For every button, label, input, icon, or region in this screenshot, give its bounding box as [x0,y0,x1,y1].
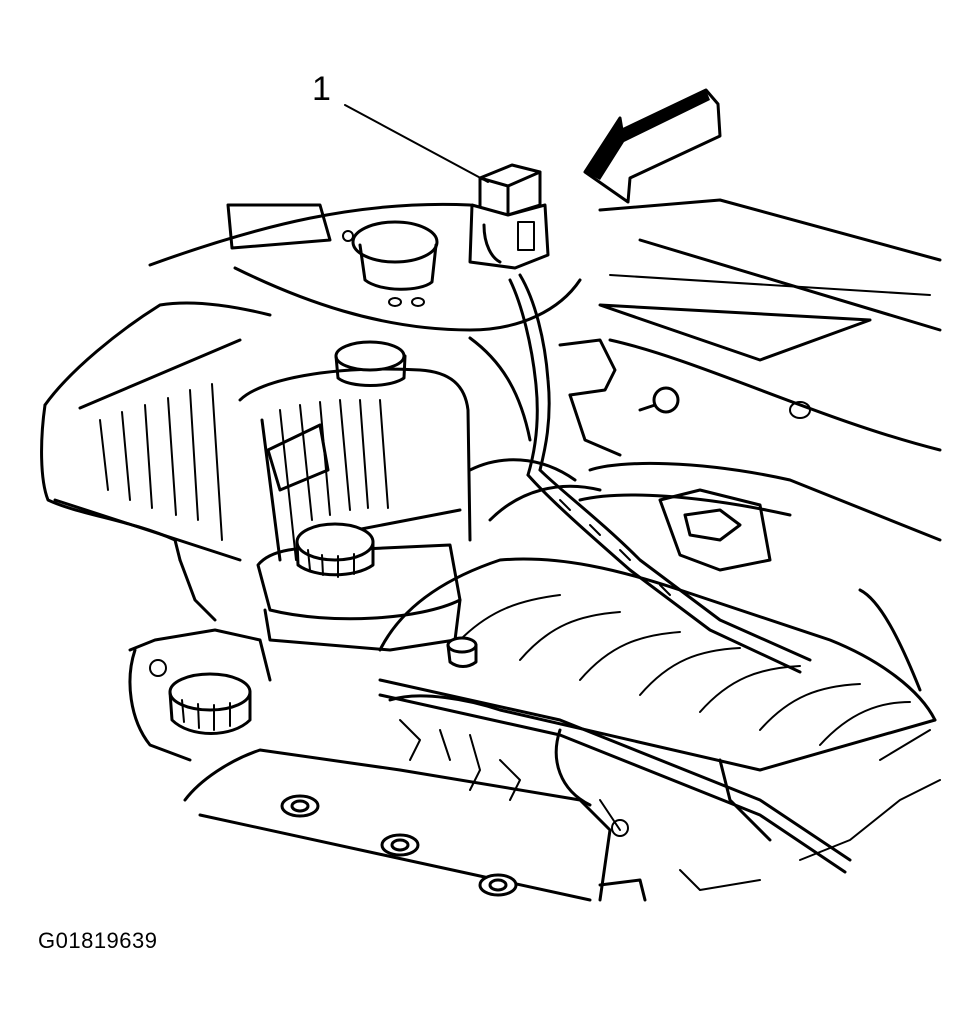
wiring-harness [508,273,812,674]
strut-tower [233,220,582,442]
callout-number: 1 [312,70,331,108]
throttle-components [578,401,942,692]
electrical-connector [468,163,550,270]
brake-fluid-reservoir [256,522,462,652]
fuel-rail [378,678,852,874]
valve-cover [183,748,647,902]
air-cleaner-housing [40,301,272,622]
callout-1-leader [344,104,489,183]
lower-engine-details [399,719,941,891]
brake-module [468,338,680,522]
intake-manifold [378,557,937,772]
rear-body-panels [148,198,942,452]
arrow-icon [583,88,722,204]
coolant-reservoir [238,340,472,562]
oil-filler-cap [128,628,272,762]
figure-id: G01819639 [38,928,158,953]
